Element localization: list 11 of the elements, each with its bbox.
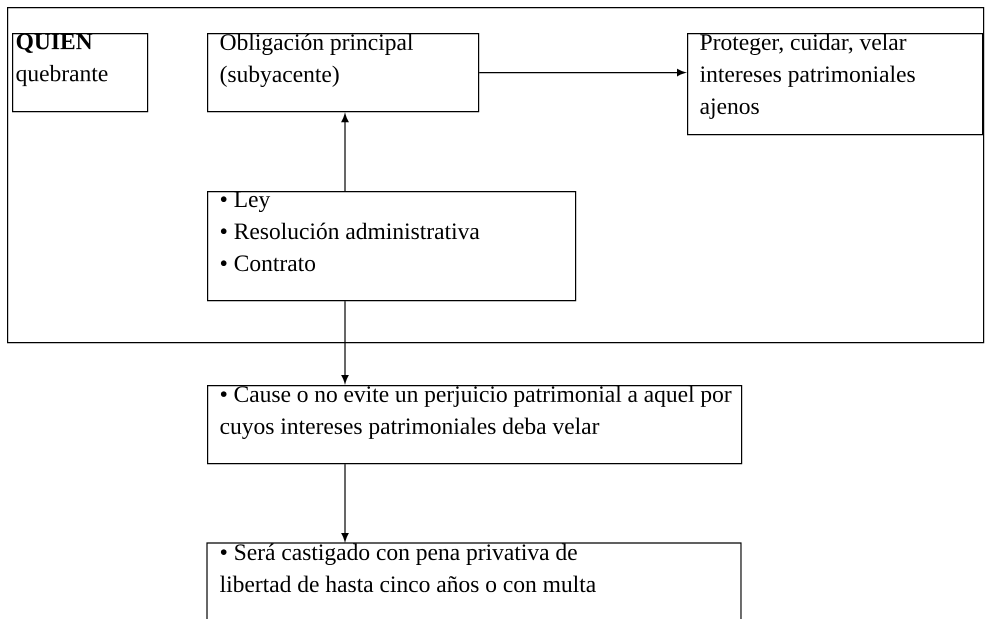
arrow	[479, 69, 686, 76]
arrow	[341, 301, 349, 384]
text-box: • Será castigado con pena privativa de libertad de hasta cinco años o con multa	[206, 542, 742, 619]
text-box: Proteger, cuidar, velar intereses patrimoniales ajenos	[687, 33, 984, 136]
frame-box	[7, 7, 984, 344]
text-box: • Ley • Resolución administrativa • Contrato	[207, 191, 576, 302]
arrow	[341, 114, 349, 191]
text-box: • Cause o no evite un perjuicio patrimonial a aquel por cuyos intereses patrimoniales deba velar	[207, 385, 742, 464]
text-box: QUIEN quebrante	[12, 33, 148, 112]
arrow	[341, 464, 349, 542]
text-box: Obligación principal (subyacente)	[207, 33, 480, 112]
